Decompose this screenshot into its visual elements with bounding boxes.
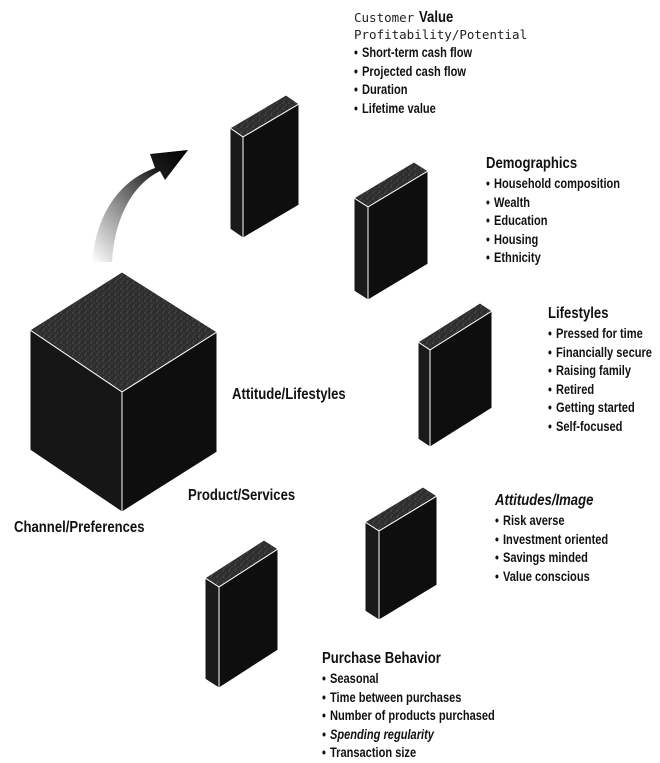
list-item: Value conscious [495, 568, 608, 587]
purchase-behavior-title: Purchase Behavior [322, 650, 441, 667]
lifestyles-list: Pressed for time Financially secure Rais… [548, 325, 660, 436]
list-item: Seasonal [322, 670, 495, 689]
slab-customer-value [229, 94, 300, 239]
list-item: Raising family [548, 362, 652, 381]
list-item: Duration [354, 81, 496, 100]
demographics-list: Household composition Wealth Education H… [486, 175, 649, 268]
list-item: Wealth [486, 194, 620, 213]
customer-value-title: Customer Value [354, 9, 527, 27]
list-item: Getting started [548, 399, 652, 418]
label-product-services: Product/Services [188, 487, 296, 504]
list-item: Transaction size [322, 744, 495, 763]
slab-purchase-behavior [204, 539, 279, 689]
label-attitude-lifestyles: Attitude/Lifestyles [232, 386, 346, 403]
list-item: Financially secure [548, 344, 652, 363]
purchase-behavior-block: Purchase Behavior Seasonal Time between … [322, 650, 533, 763]
list-item: Investment oriented [495, 531, 608, 550]
central-cube [29, 271, 218, 513]
slab-demographics [353, 161, 429, 301]
list-item: Lifetime value [354, 100, 496, 119]
list-item: Housing [486, 231, 620, 250]
attitudes-image-title: Attitudes/Image [495, 492, 594, 509]
list-item: Pressed for time [548, 325, 652, 344]
attitudes-image-list: Risk averse Investment oriented Savings … [495, 512, 633, 586]
list-item: Projected cash flow [354, 63, 496, 82]
slab-attitudes-image [364, 486, 438, 621]
lifestyles-block: Lifestyles Pressed for time Financially … [548, 305, 660, 436]
list-item: Time between purchases [322, 689, 495, 708]
label-channel-preferences: Channel/Preferences [14, 519, 145, 536]
list-item: Savings minded [495, 549, 608, 568]
slab-lifestyles [417, 302, 493, 448]
list-item: Spending regularity [322, 726, 495, 745]
customer-value-title-emphasis: Value [418, 9, 453, 26]
customer-value-subtitle: Profitability/Potential [354, 27, 528, 42]
list-item: Risk averse [495, 512, 608, 531]
customer-value-block: Customer Value Profitability/Potential S… [354, 9, 527, 118]
list-item: Retired [548, 381, 652, 400]
list-item: Self-focused [548, 418, 652, 437]
customer-value-list: Short-term cash flow Projected cash flow… [354, 44, 527, 118]
customer-value-title-prefix: Customer [354, 10, 415, 25]
lifestyles-title: Lifestyles [548, 305, 609, 322]
demographics-block: Demographics Household composition Wealt… [486, 155, 649, 268]
list-item: Ethnicity [486, 249, 620, 268]
purchase-behavior-list: Seasonal Time between purchases Number o… [322, 670, 533, 763]
list-item: Short-term cash flow [354, 44, 496, 63]
curved-arrow [92, 150, 188, 262]
attitudes-image-block: Attitudes/Image Risk averse Investment o… [495, 492, 633, 586]
list-item: Education [486, 212, 620, 231]
list-item: Number of products purchased [322, 707, 495, 726]
demographics-title: Demographics [486, 155, 578, 172]
list-item: Household composition [486, 175, 620, 194]
central-cube-right-face [121, 331, 218, 513]
